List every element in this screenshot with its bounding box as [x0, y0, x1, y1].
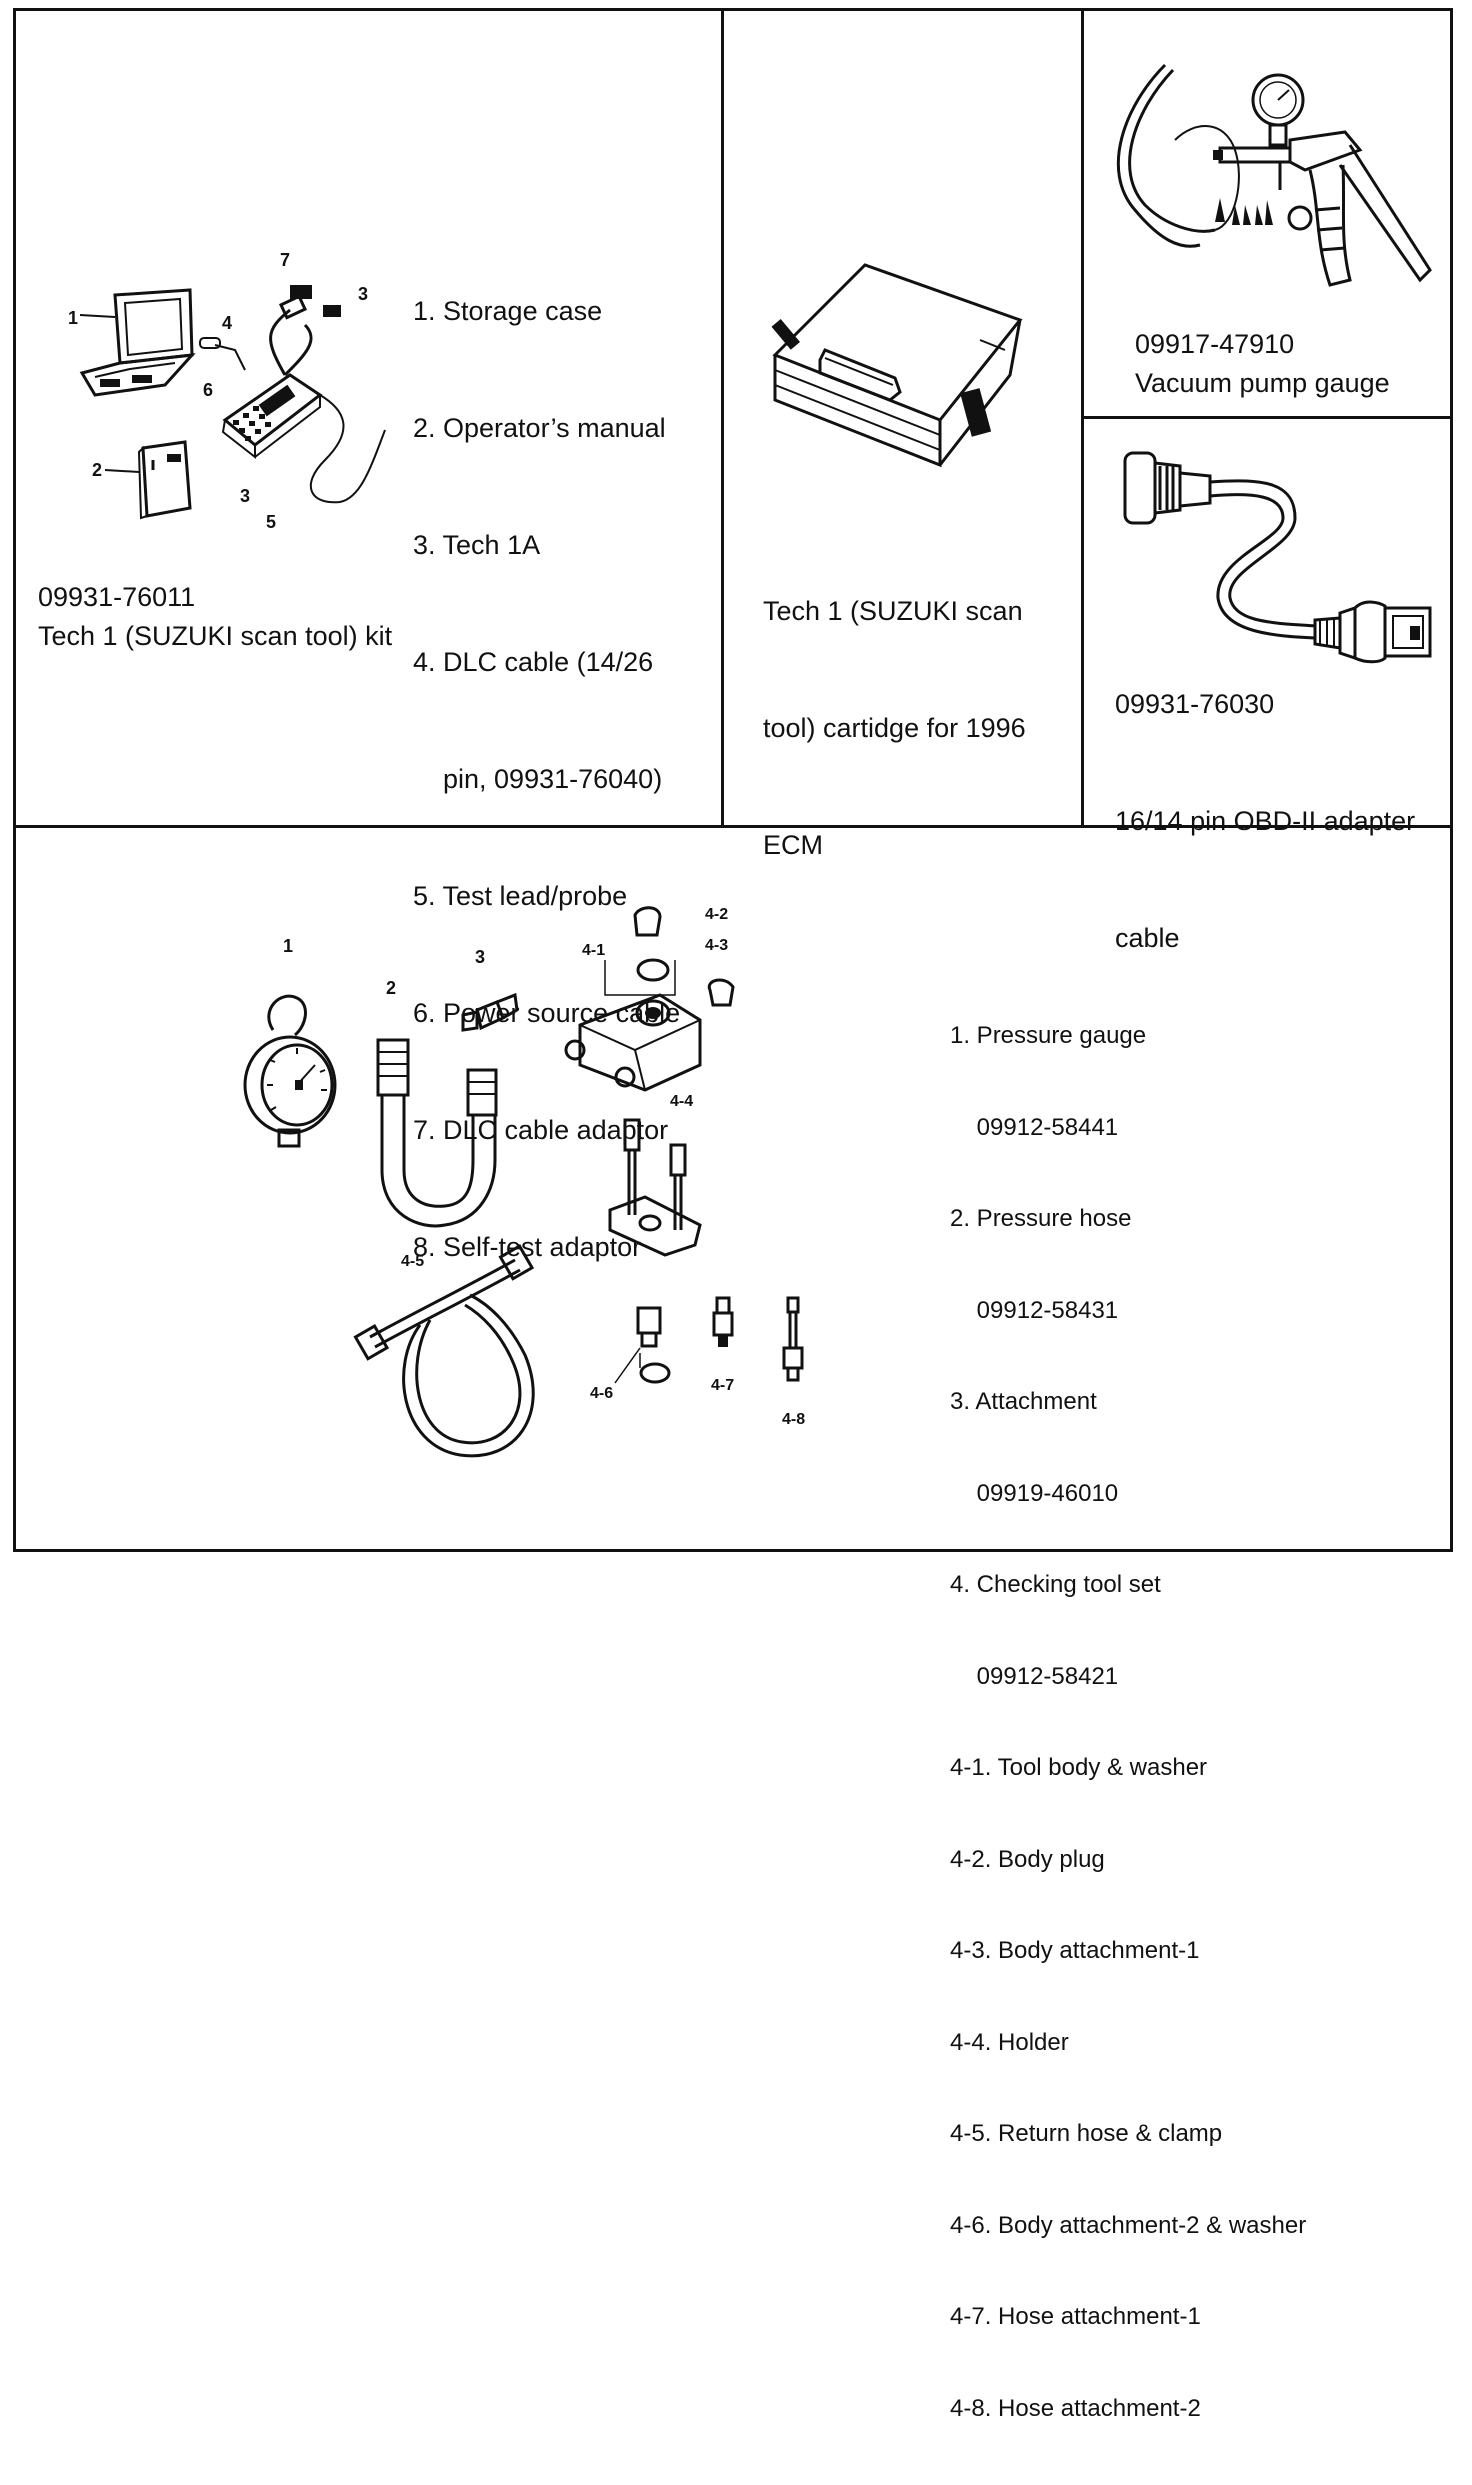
list-item: 4. Checking tool set	[950, 1571, 1161, 1598]
list-item: 3. Attachment	[950, 1388, 1097, 1415]
manual-icon	[95, 440, 205, 520]
vacuum-name: Vacuum pump gauge	[1135, 368, 1390, 398]
list-item: 2. Operator’s manual	[413, 413, 666, 443]
storage-case-icon	[70, 285, 200, 405]
callout-fp-4-3: 4-3	[705, 937, 729, 954]
divider-kit-cartridge	[721, 8, 724, 826]
callout-fp-4-5: 4-5	[401, 1253, 425, 1270]
caption-line: ECM	[763, 830, 823, 860]
pressure-gauge-icon	[235, 990, 345, 1150]
holder-icon	[605, 1115, 705, 1255]
list-item: 4-4. Holder	[950, 2028, 1069, 2056]
callout-fp-4-7: 4-7	[711, 1377, 735, 1394]
list-item: 09912-58431	[950, 1296, 1119, 1324]
list-item: 4-6. Body attachment-2 & washer	[950, 2211, 1307, 2239]
callout-fp-2: 2	[386, 978, 397, 998]
scan-kit-item-list: 1. Storage case 2. Operator’s manual 3. …	[413, 214, 680, 1345]
callout-fp-4-4: 4-4	[670, 1093, 694, 1110]
list-item: 5. Test lead/probe	[413, 881, 628, 911]
obd-part-number: 09931-76030	[1115, 689, 1275, 719]
callout-fp-1: 1	[283, 936, 294, 956]
callout-3-top: 3	[358, 284, 369, 304]
list-item: 2. Pressure hose	[950, 1205, 1132, 1232]
callout-fp-4-8: 4-8	[782, 1411, 806, 1428]
obd-name: 16/14 pin OBD-II adapter cable	[1115, 724, 1415, 1036]
list-item: 3. Tech 1A	[413, 530, 541, 560]
attachment-icon	[455, 990, 525, 1035]
horizontal-divider	[13, 825, 1453, 828]
callout-4: 4	[222, 313, 233, 333]
cartridge-caption: Tech 1 (SUZUKI scan tool) cartidge for 1…	[763, 514, 1026, 943]
callout-fp-4-2: 4-2	[705, 906, 729, 923]
list-item: 4. DLC cable (14/26	[413, 647, 654, 677]
callout-fp-4-1: 4-1	[582, 942, 606, 959]
list-item: 09912-58441	[950, 1113, 1119, 1141]
callout-fp-4-6: 4-6	[590, 1385, 614, 1402]
pressure-hose-icon	[370, 1030, 510, 1235]
list-item: 4-7. Hose attachment-1	[950, 2303, 1201, 2330]
attachment-2-icon	[610, 1298, 820, 1408]
list-item: 09919-46010	[950, 1479, 1119, 1507]
vacuum-part-number: 09917-47910	[1135, 329, 1295, 359]
caption-line: tool) cartidge for 1996	[763, 713, 1026, 743]
callout-fp-3: 3	[475, 947, 486, 967]
list-item: 8. Self-test adaptor	[413, 1232, 642, 1262]
list-item: 4-5. Return hose & clamp	[950, 2120, 1223, 2147]
callout-5: 5	[266, 512, 277, 532]
list-item: 4-2. Body plug	[950, 1845, 1105, 1873]
list-item: 1. Pressure gauge	[950, 1022, 1147, 1049]
obd-name-line: cable	[1115, 923, 1180, 953]
tool-body-icon	[565, 905, 745, 1095]
vacuum-pump-icon	[1105, 60, 1435, 290]
callout-1: 1	[68, 308, 79, 328]
obd-cable-icon	[1115, 448, 1435, 663]
scan-kit-name: Tech 1 (SUZUKI scan tool) kit	[38, 621, 393, 651]
cartridge-icon	[771, 260, 1030, 470]
scan-tool-icon	[195, 285, 385, 530]
list-item: 4-1. Tool body & washer	[950, 1754, 1208, 1781]
callout-2: 2	[92, 460, 103, 480]
callout-6: 6	[203, 380, 214, 400]
list-item: pin, 09931-76040)	[413, 764, 663, 794]
callout-3-bottom: 3	[240, 486, 251, 506]
callout-7: 7	[280, 250, 291, 270]
divider-vacuum-obd	[1081, 416, 1453, 419]
fuel-pressure-item-list: 1. Pressure gauge 09912-58441 2. Pressur…	[950, 960, 1306, 2485]
outer-frame	[13, 8, 1453, 1552]
list-item: 4-8. Hose attachment-2	[950, 2394, 1201, 2422]
caption-line: Tech 1 (SUZUKI scan	[763, 596, 1023, 626]
list-item: 7. DLC cable adaptor	[413, 1115, 669, 1145]
obd-name-line: 16/14 pin OBD-II adapter	[1115, 806, 1416, 836]
list-item: 09912-58421	[950, 1662, 1119, 1690]
list-item: 4-3. Body attachment-1	[950, 1937, 1200, 1964]
scan-kit-part-number: 09931-76011	[38, 582, 196, 612]
return-hose-icon	[350, 1245, 550, 1475]
list-item: 1. Storage case	[413, 296, 603, 326]
